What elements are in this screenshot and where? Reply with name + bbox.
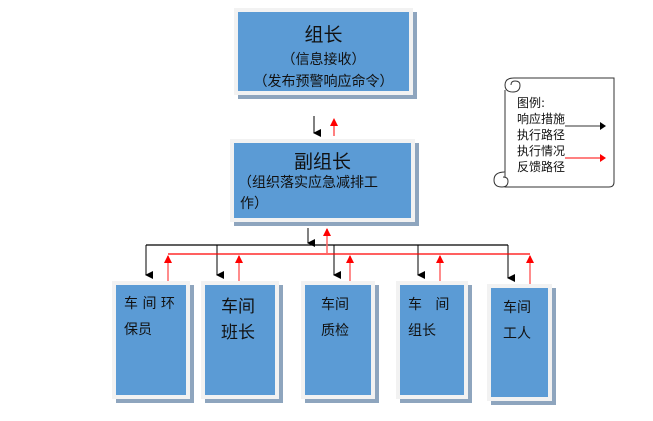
member-label-1: 车 间 环: [124, 296, 175, 312]
member-label-2: 组长: [408, 323, 436, 339]
legend-feedback-label-1: 执行情况: [517, 144, 566, 158]
member-box-fill: [305, 285, 371, 395]
member-box-quality: 车间 质检: [301, 281, 375, 399]
member-label-2: 班长: [221, 323, 255, 343]
deputy-box-fill: [234, 143, 411, 218]
leader-title: 组长: [304, 24, 343, 46]
member-box-fill: [116, 285, 186, 395]
leader-box: 组长 （信息接收） （发布预警响应命令）: [234, 8, 413, 95]
member-box-fill: [205, 285, 275, 395]
deputy-box: 副组长 （组织落实应急减排工 作）: [230, 139, 415, 222]
deputy-duty-1: （组织落实应急减排工: [238, 175, 378, 191]
member-box-fill: [491, 288, 548, 397]
member-box-group-leader: 车 间 组长: [396, 281, 468, 399]
legend-feedback-label-2: 反馈路径: [517, 160, 566, 174]
member-label-1: 车间: [321, 297, 349, 313]
member-label-2: 保员: [124, 322, 152, 338]
member-box-env-officer: 车 间 环 保员: [112, 281, 190, 399]
member-box-fill: [400, 285, 464, 395]
legend-command-label-2: 执行路径: [517, 128, 566, 142]
leader-box-fill: [238, 12, 409, 91]
member-label-1: 车间: [503, 300, 531, 316]
member-box-worker: 车间 工人: [487, 284, 552, 401]
legend-title: 图例:: [517, 96, 546, 110]
scroll-curl-bottom: [493, 171, 509, 188]
member-label-2: 质检: [321, 323, 349, 339]
legend-scroll: [493, 77, 615, 188]
deputy-title: 副组长: [293, 151, 351, 173]
member-label-1: 车间: [221, 297, 255, 317]
deputy-duty-2: 作）: [240, 196, 268, 212]
leader-role-1: （信息接收）: [281, 52, 366, 68]
member-label-1: 车 间: [408, 297, 450, 313]
legend-command-label-1: 响应措施: [517, 112, 566, 126]
scroll-curl-top: [504, 77, 521, 93]
leader-role-2: （发布预警响应命令）: [253, 74, 394, 90]
member-label-2: 工人: [503, 326, 531, 342]
member-box-shift-leader: 车间 班长: [201, 281, 279, 399]
